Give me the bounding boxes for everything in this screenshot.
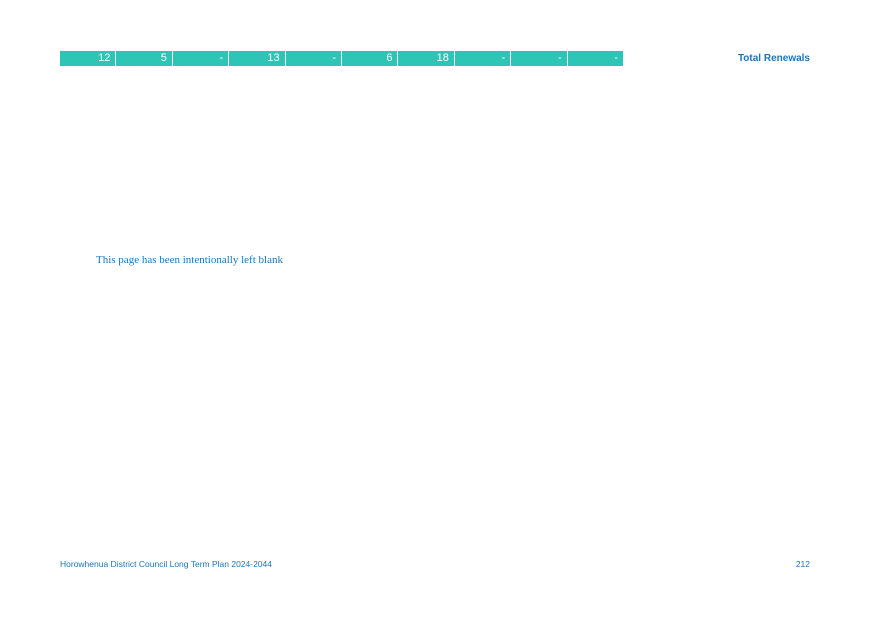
renewals-value-cell: -: [172, 51, 230, 66]
renewals-value-cell: 6: [342, 51, 399, 66]
renewals-value-cell: -: [511, 51, 568, 66]
total-renewals-row: 12 5 - 13 - 6 18 - - -: [60, 51, 624, 66]
renewals-value-cell: -: [285, 51, 343, 66]
total-renewals-label: Total Renewals: [737, 53, 810, 64]
renewals-value-cell: 12: [60, 51, 117, 66]
footer-page-number: 212: [795, 559, 810, 569]
footer-document-title: Horowhenua District Council Long Term Pl…: [60, 559, 272, 569]
renewals-value-cell: -: [567, 51, 624, 66]
blank-page-notice: This page has been intentionally left bl…: [96, 254, 283, 266]
renewals-value-cell: 5: [116, 51, 173, 66]
renewals-value-cell: 13: [229, 51, 286, 66]
renewals-value-cell: 18: [398, 51, 455, 66]
renewals-value-cell: -: [454, 51, 512, 66]
